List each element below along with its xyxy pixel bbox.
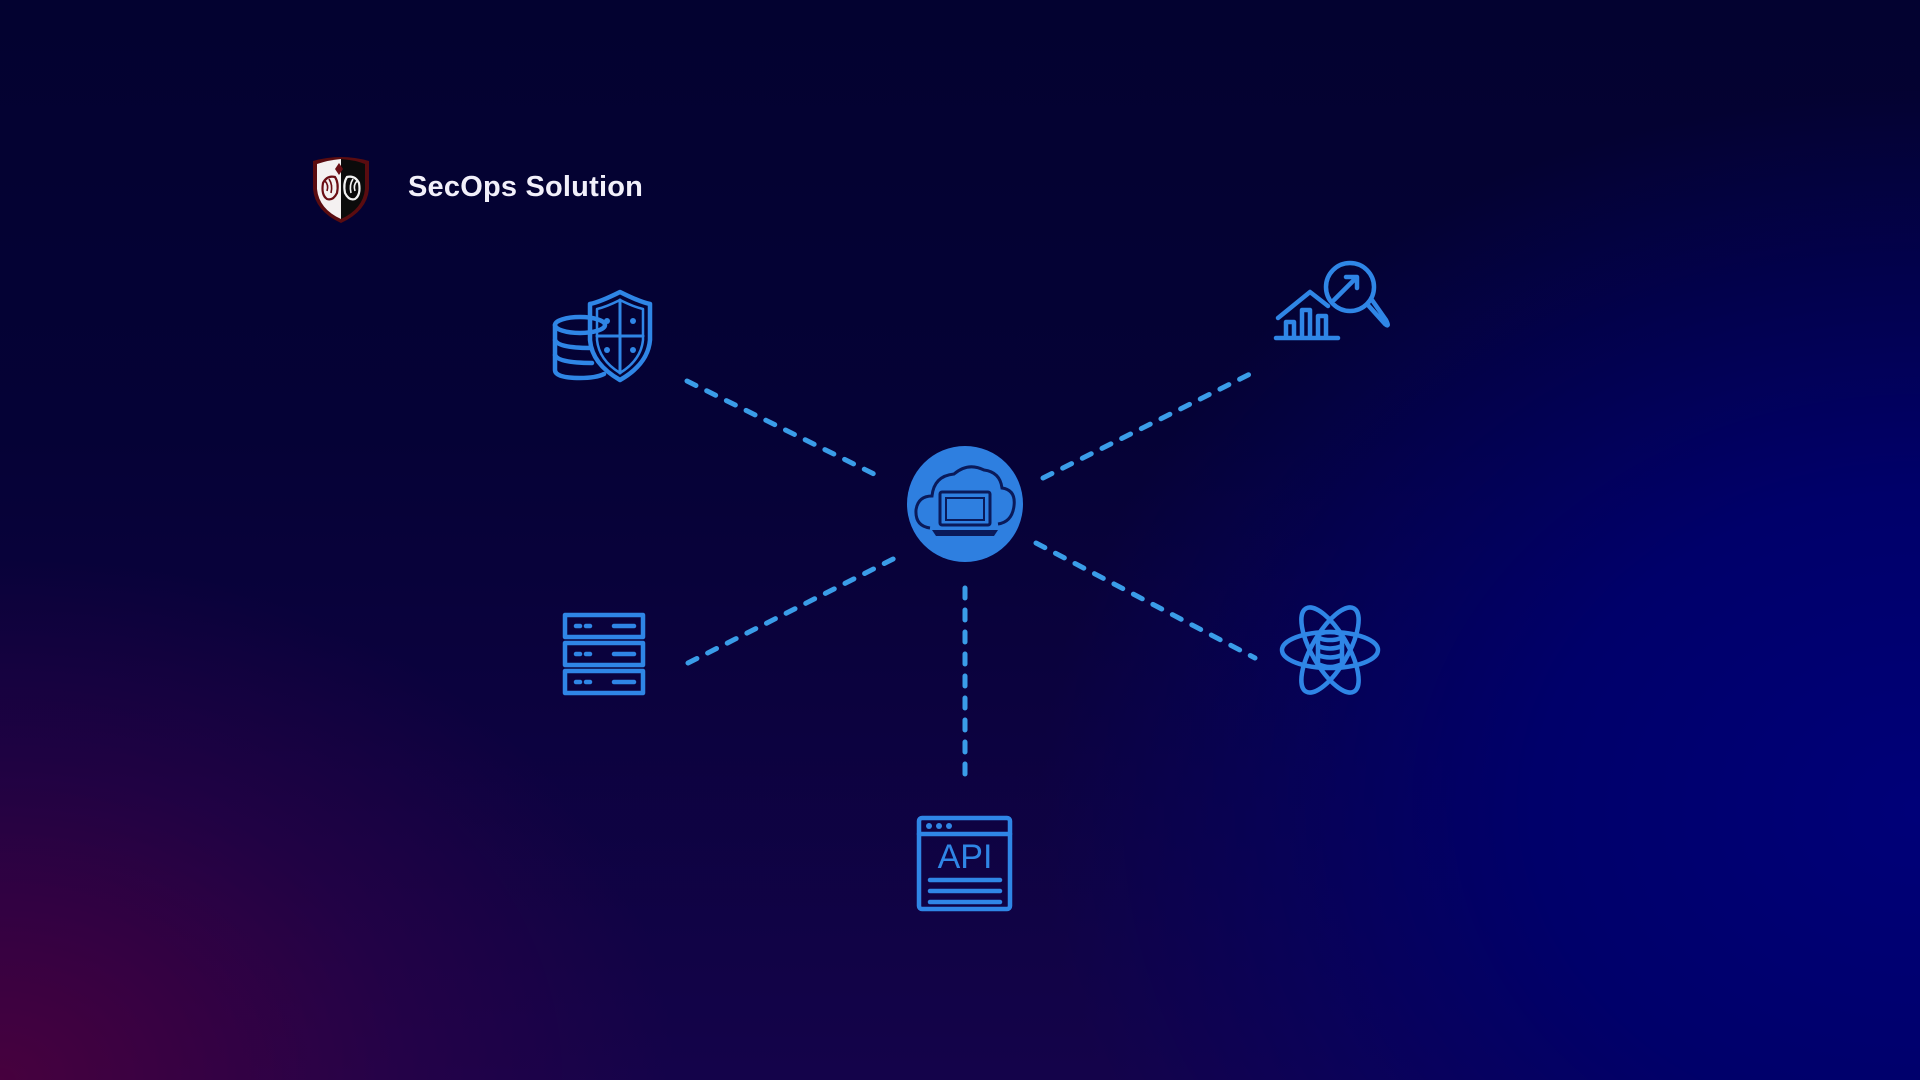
atom-database-icon (1279, 605, 1381, 695)
server-rack-icon (562, 612, 646, 696)
api-window-icon (916, 815, 1013, 912)
connector-middle-left (685, 551, 906, 666)
database-shield-dots (604, 318, 636, 353)
api-window-dots (926, 823, 952, 829)
analytics-search-icon (1273, 260, 1390, 341)
connector-top-right (1040, 371, 1253, 481)
cloud-laptop-icon (907, 446, 1023, 562)
brand-header: SecOps Solution (309, 155, 643, 225)
brand-name: SecOps Solution (408, 171, 644, 203)
database-shield-icon (552, 289, 653, 383)
connector-middle-right (1033, 540, 1258, 661)
connector-top-left (684, 378, 885, 481)
api-label: API (938, 838, 993, 876)
shield-lions-logo-icon (313, 157, 369, 223)
